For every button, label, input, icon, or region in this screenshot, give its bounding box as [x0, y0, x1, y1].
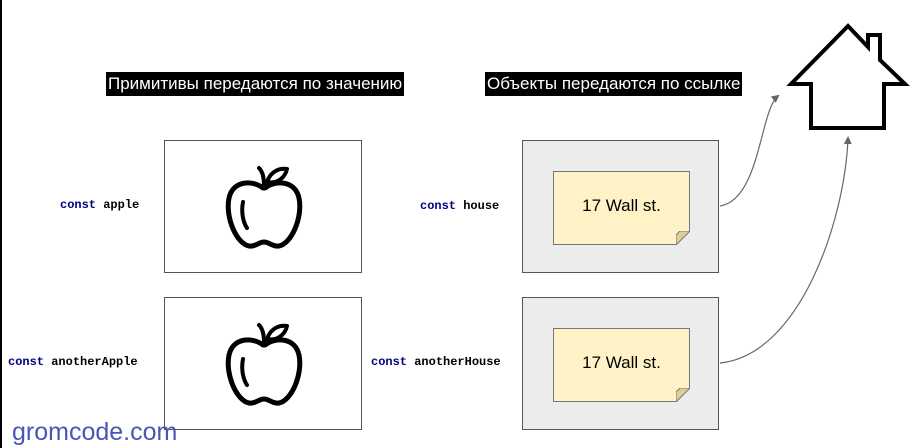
another-house-identifier: anotherHouse	[414, 355, 501, 369]
house-address: 17 Wall st.	[582, 196, 661, 215]
house-icon	[786, 23, 910, 130]
house-declaration: const house	[420, 198, 499, 214]
const-keyword: const	[371, 355, 408, 369]
another-apple-declaration: const anotherApple	[8, 354, 138, 370]
apple-icon	[225, 166, 303, 249]
sticky-note-icon: 17 Wall st.	[553, 328, 690, 402]
note-fold-icon	[676, 388, 690, 402]
another-house-declaration: const anotherHouse	[371, 354, 501, 370]
primitives-heading: Примитивы передаются по значению	[106, 72, 405, 96]
house-reference-box: 17 Wall st.	[522, 140, 719, 273]
const-keyword: const	[8, 355, 45, 369]
house-identifier: house	[463, 199, 500, 213]
house-arrow-icon	[719, 94, 780, 207]
another-house-address: 17 Wall st.	[582, 353, 661, 372]
sticky-note-icon: 17 Wall st.	[553, 171, 690, 245]
another-house-arrow-icon	[719, 136, 852, 364]
apple-icon	[225, 323, 303, 406]
apple-declaration: const apple	[60, 197, 139, 213]
another-apple-identifier: anotherApple	[51, 355, 138, 369]
watermark: gromcode.com	[12, 418, 178, 446]
note-fold-icon	[676, 231, 690, 245]
another-house-reference-box: 17 Wall st.	[522, 297, 719, 430]
left-border	[0, 0, 2, 448]
apple-identifier: apple	[103, 198, 140, 212]
another-apple-value-box	[164, 297, 362, 430]
const-keyword: const	[60, 198, 97, 212]
objects-heading: Объекты передаются по ссылке	[485, 72, 743, 96]
apple-value-box	[164, 140, 362, 273]
const-keyword: const	[420, 199, 457, 213]
